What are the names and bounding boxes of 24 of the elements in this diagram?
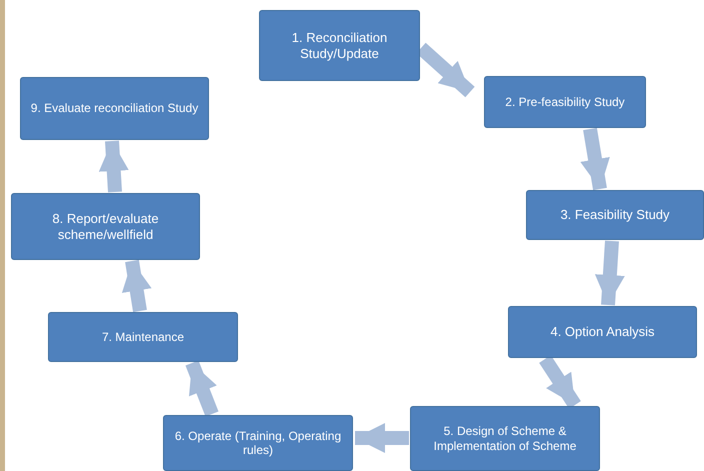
process-box xyxy=(259,10,420,81)
step-label: 1. Reconciliation Study/Update xyxy=(290,30,388,62)
process-box xyxy=(163,415,353,471)
step-label: 6. Operate (Training, Operating rules) xyxy=(174,428,342,458)
step-label: 7. Maintenance xyxy=(102,330,184,344)
process-box xyxy=(20,77,209,140)
arrow xyxy=(98,140,129,192)
process-box xyxy=(48,312,238,362)
step-label: 4. Option Analysis xyxy=(550,324,655,340)
process-box xyxy=(410,406,600,471)
step-label: 9. Evaluate reconciliation Study xyxy=(30,101,198,116)
step-label: 8. Report/evaluate scheme/wellfield xyxy=(51,210,160,242)
process-box xyxy=(11,193,200,260)
process-box xyxy=(484,76,646,128)
step-label: 3. Feasibility Study xyxy=(560,207,670,223)
step-label: 5. Design of Scheme & Implementation of Scheme xyxy=(432,424,578,453)
arrow xyxy=(580,128,610,190)
arrow xyxy=(355,423,409,453)
arrow xyxy=(185,360,219,417)
process-box xyxy=(526,190,704,240)
step-label: 2. Pre-feasibility Study xyxy=(505,94,625,110)
arrow xyxy=(539,355,581,409)
arrow xyxy=(594,240,625,306)
process-box xyxy=(508,306,697,358)
